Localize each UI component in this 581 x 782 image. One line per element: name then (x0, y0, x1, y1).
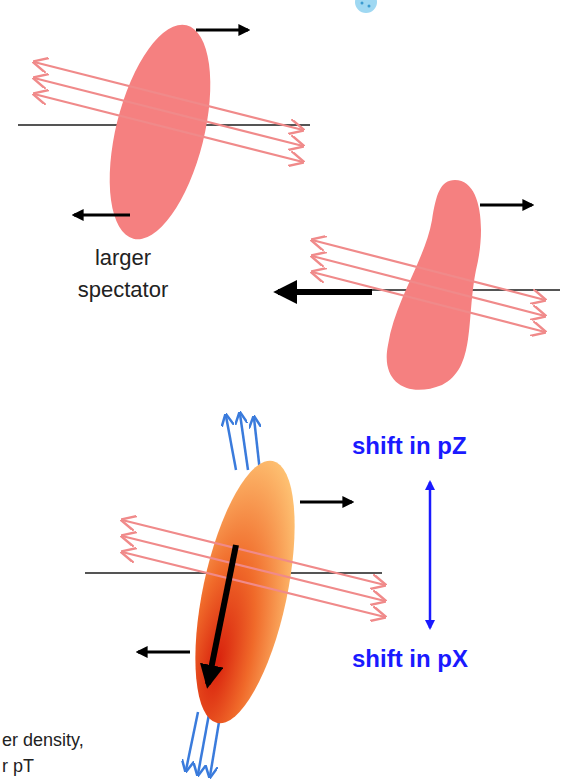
annotation-label: shift in pX (352, 645, 572, 674)
collision-panel-1 (18, 15, 310, 250)
collision-panel-2 (278, 180, 560, 390)
annotation-label: shift in pZ (352, 432, 572, 461)
annotation-label: larger spectator (68, 242, 178, 306)
collision-panel-3 (85, 414, 430, 776)
globe-icon (355, 0, 377, 13)
annotation-label: er density, (2, 730, 142, 752)
annotation-label: r pT (2, 756, 142, 778)
